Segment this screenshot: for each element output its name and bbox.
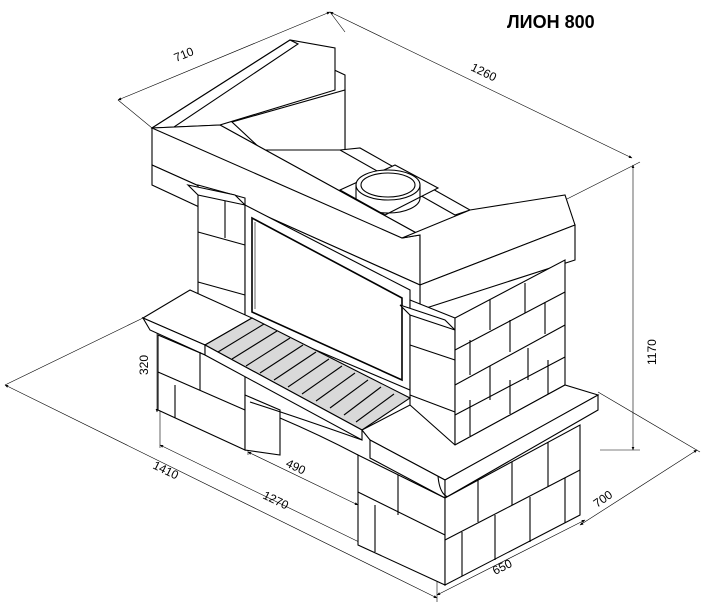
right-base-joint-1 bbox=[357, 491, 446, 536]
fireplace-body bbox=[141, 39, 600, 586]
drawing-title: ЛИОН 800 bbox=[507, 12, 595, 32]
dim-1410-ext bbox=[4, 317, 144, 386]
dim-1260-label: 1260 bbox=[469, 60, 499, 84]
firebox-glass bbox=[251, 216, 403, 382]
grate-slats bbox=[217, 323, 395, 423]
right-column-joint-2 bbox=[409, 394, 456, 413]
chimney-opening bbox=[360, 172, 416, 198]
right-hearth-edge-side bbox=[444, 394, 599, 499]
dim-490-label: 490 bbox=[284, 456, 308, 478]
dim-710-ext-b bbox=[329, 11, 346, 33]
arch-curve-inner bbox=[279, 417, 359, 456]
dim-1260-line bbox=[329, 11, 633, 159]
left-leg bbox=[244, 394, 281, 456]
dim-700-ext bbox=[597, 391, 701, 453]
dim-710-label: 710 bbox=[172, 44, 196, 65]
arch-curve bbox=[249, 401, 363, 441]
left-base-joint-1 bbox=[157, 371, 246, 411]
dim-700-label: 700 bbox=[591, 487, 616, 510]
dim-710-line bbox=[117, 11, 331, 101]
left-column-joint-1 bbox=[197, 231, 246, 246]
right-wall-bricks bbox=[454, 283, 566, 436]
dim-650-line bbox=[436, 519, 586, 596]
dim-1410-label: 1410 bbox=[151, 458, 181, 482]
right-base-bricks bbox=[444, 442, 581, 576]
left-column-joint-2 bbox=[197, 281, 246, 296]
dim-700-line bbox=[579, 449, 698, 526]
dim-1270-label: 1270 bbox=[261, 488, 291, 512]
right-column-joint-1 bbox=[409, 344, 456, 361]
dim-1260-ext bbox=[564, 161, 641, 201]
dim-710-ext-a bbox=[117, 99, 153, 129]
dim-490-line bbox=[247, 451, 359, 506]
dim-1170-label: 1170 bbox=[645, 339, 659, 365]
dim-320-label: 320 bbox=[137, 355, 151, 375]
